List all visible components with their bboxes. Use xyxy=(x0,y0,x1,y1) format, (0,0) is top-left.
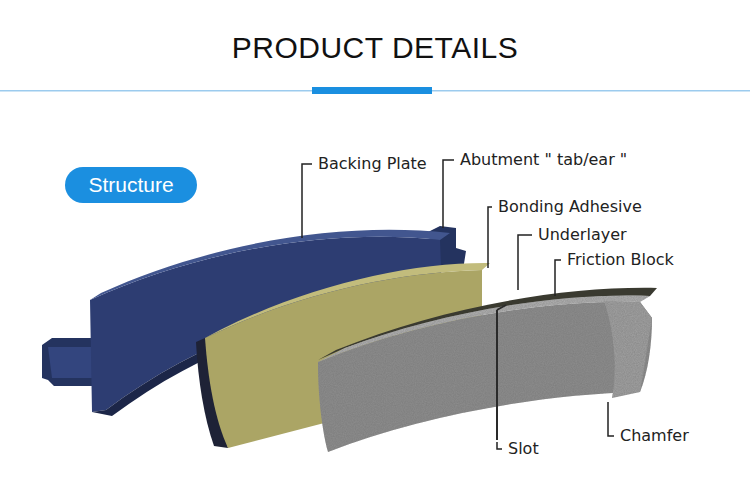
leader-line xyxy=(518,235,532,290)
chamfer-face xyxy=(604,301,652,398)
page-title: PRODUCT DETAILS xyxy=(0,28,750,68)
leader-line xyxy=(608,402,614,436)
leader-line xyxy=(555,260,561,296)
section-pill: Structure xyxy=(65,167,197,203)
leader-line xyxy=(497,442,502,449)
slot-line xyxy=(496,310,498,440)
part-label: Slot xyxy=(508,439,539,459)
plate-tab-left-face xyxy=(48,347,92,378)
part-label: Bonding Adhesive xyxy=(498,197,642,217)
pill-text: Structure xyxy=(88,173,173,197)
leader-line xyxy=(302,164,312,238)
part-label: Underlayer xyxy=(538,225,627,245)
part-label: Abutment " tab/ear " xyxy=(460,150,627,170)
leader-line xyxy=(488,207,492,268)
friction-block-top xyxy=(318,295,650,362)
plate-tab-left xyxy=(42,338,92,386)
header-accent xyxy=(312,87,432,94)
part-label: Chamfer xyxy=(620,426,689,446)
leader-line xyxy=(443,160,454,228)
part-label: Backing Plate xyxy=(318,154,427,174)
slot-top xyxy=(497,305,506,310)
part-label: Friction Block xyxy=(567,250,674,270)
friction-block xyxy=(318,302,652,452)
